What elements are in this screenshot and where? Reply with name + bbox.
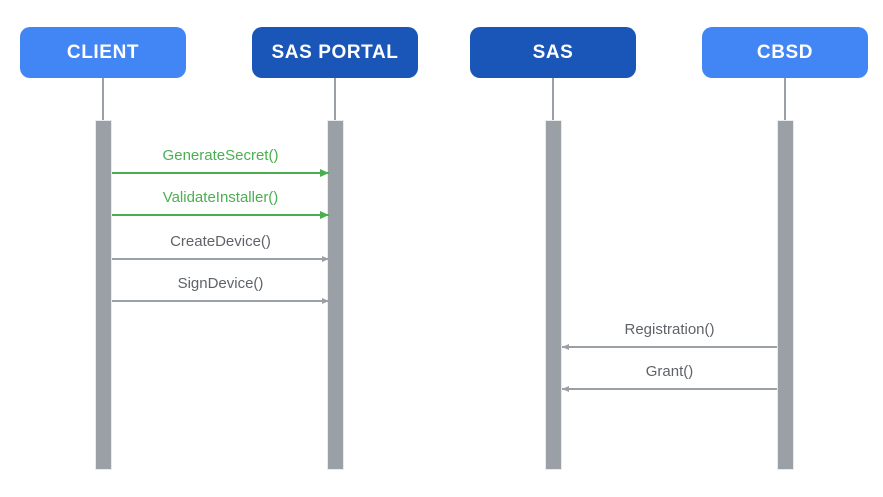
message-line-validate-installer [112,214,329,216]
lifeline-client [102,78,104,120]
actor-label-sas: SAS [532,42,574,63]
actor-label-client: CLIENT [66,42,140,63]
message-label-sign-device: SignDevice() [177,275,264,292]
message-line-registration [562,346,777,348]
lifeline-sas-portal [334,78,336,120]
message-line-create-device [112,258,329,260]
actor-label-cbsd: CBSD [756,42,814,63]
message-label-registration: Registration() [624,321,715,338]
activation-bar-client [95,120,112,470]
message-arrowhead-sign-device [322,297,329,304]
message-line-sign-device [112,300,329,302]
message-line-grant [562,388,777,390]
message-arrowhead-validate-installer [320,211,329,219]
actor-box-sas[interactable]: SAS [470,27,636,78]
actor-box-cbsd[interactable]: CBSD [702,27,868,78]
actor-box-client[interactable]: CLIENT [20,27,186,78]
actor-box-sas-portal[interactable]: SAS PORTAL [252,27,418,78]
message-arrowhead-generate-secret [320,169,329,177]
message-label-generate-secret: GenerateSecret() [162,147,279,164]
message-label-validate-installer: ValidateInstaller() [162,189,279,206]
message-label-create-device: CreateDevice() [170,233,271,250]
activation-bar-sas-portal [327,120,344,470]
message-line-generate-secret [112,172,329,174]
lifeline-sas [552,78,554,120]
actor-label-sas-portal: SAS PORTAL [271,42,399,63]
message-label-grant: Grant() [645,363,694,380]
activation-bar-cbsd [777,120,794,470]
lifeline-cbsd [784,78,786,120]
message-arrowhead-registration [562,343,569,350]
activation-bar-sas [545,120,562,470]
message-arrowhead-grant [562,385,569,392]
message-arrowhead-create-device [322,255,329,262]
